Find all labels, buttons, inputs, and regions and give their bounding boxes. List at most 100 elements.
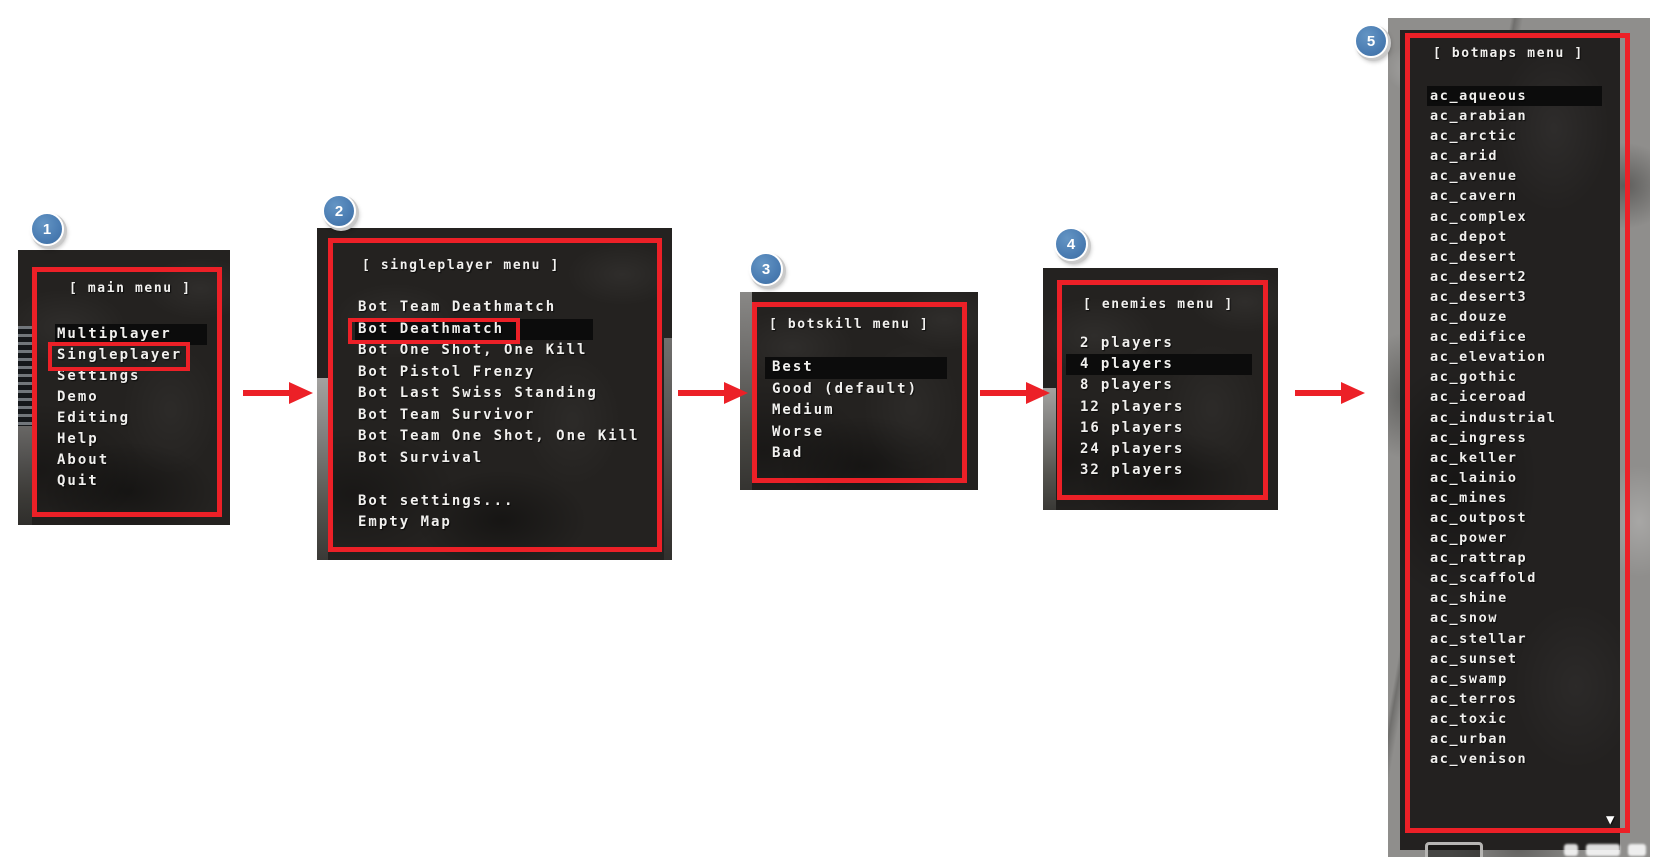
menu-item[interactable]: Empty Map xyxy=(358,514,452,530)
step-badge-2: 2 xyxy=(322,194,356,228)
menu-item-map[interactable]: ac_avenue xyxy=(1430,168,1518,185)
arrow-head-icon xyxy=(1341,382,1365,404)
wall-vent-texture xyxy=(18,326,33,426)
menu-item[interactable]: About xyxy=(57,452,110,468)
wall-texture xyxy=(1043,388,1056,510)
menu-item-map[interactable]: ac_arid xyxy=(1430,148,1499,165)
menu-item-map[interactable]: ac_complex xyxy=(1430,208,1528,225)
step-badge-4: 4 xyxy=(1054,227,1088,261)
menu-item[interactable]: Good (default) xyxy=(772,380,919,397)
menu-item[interactable]: Bot Pistol Frenzy xyxy=(358,363,536,380)
menu-item-map[interactable]: ac_arabian xyxy=(1430,108,1528,125)
scroll-down-indicator[interactable]: ▼ xyxy=(1606,812,1615,828)
menu-item-map[interactable]: ac_rattrap xyxy=(1430,550,1528,567)
annotation-box-singleplayer-menu xyxy=(328,238,662,552)
enemies-menu-title: [ enemies menu ] xyxy=(1083,297,1234,312)
menu-item[interactable]: Bad xyxy=(772,445,804,461)
menu-background xyxy=(1400,30,1620,850)
menu-item[interactable]: Singleplayer xyxy=(57,347,183,363)
menu-item[interactable]: 16 players xyxy=(1080,419,1185,436)
menu-item-map[interactable]: ac_aqueous xyxy=(1427,86,1602,107)
wall-texture xyxy=(18,426,32,525)
step-badge-5: 5 xyxy=(1354,24,1388,58)
menu-item[interactable]: Editing xyxy=(57,410,131,426)
menu-item-map[interactable]: ac_outpost xyxy=(1430,509,1528,526)
menu-item-map[interactable]: ac_industrial xyxy=(1430,409,1557,426)
menu-item-map[interactable]: ac_stellar xyxy=(1430,630,1528,647)
menu-item-map[interactable]: ac_power xyxy=(1430,530,1508,547)
menu-item[interactable]: 4 players xyxy=(1066,354,1252,376)
annotation-box-enemies-menu xyxy=(1057,280,1268,500)
menu-item-map[interactable]: ac_elevation xyxy=(1430,349,1547,366)
menu-item-map[interactable]: ac_lainio xyxy=(1430,469,1518,486)
menu-item[interactable]: Worse xyxy=(772,423,825,440)
screenshot-botmaps-menu xyxy=(1388,18,1650,857)
menu-item[interactable]: Bot Team Survivor xyxy=(358,406,536,423)
menu-item[interactable]: 2 players xyxy=(1080,335,1174,351)
screenshot-enemies-menu xyxy=(1043,268,1278,510)
menu-item-map[interactable]: ac_shine xyxy=(1430,590,1508,607)
arrow-head-icon xyxy=(1026,382,1050,404)
menu-item-map[interactable]: ac_scaffold xyxy=(1430,570,1538,587)
menu-item-map[interactable]: ac_keller xyxy=(1430,449,1518,466)
menu-item[interactable]: Demo xyxy=(57,389,99,405)
game-hud-glyph xyxy=(1586,844,1620,856)
menu-item-map[interactable]: ac_douze xyxy=(1430,309,1508,326)
flow-arrow-4 xyxy=(1295,382,1365,404)
menu-item[interactable]: Bot settings... xyxy=(358,492,515,509)
menu-item[interactable]: Best xyxy=(765,357,947,379)
menu-item-map[interactable]: ac_gothic xyxy=(1430,369,1518,386)
menu-item[interactable]: Medium xyxy=(772,402,835,418)
menu-item-map[interactable]: ac_edifice xyxy=(1430,329,1528,346)
flow-arrow-3 xyxy=(980,382,1050,404)
game-hud-glyph xyxy=(1564,844,1578,856)
menu-item[interactable]: Bot Survival xyxy=(358,449,484,466)
menu-item-map[interactable]: ac_urban xyxy=(1430,731,1508,747)
menu-item[interactable]: 32 players xyxy=(1080,462,1185,479)
annotation-box-botskill-menu xyxy=(752,302,967,483)
menu-item[interactable]: 24 players xyxy=(1080,440,1185,457)
menu-item-map[interactable]: ac_sunset xyxy=(1430,650,1518,667)
screenshot-main-menu xyxy=(18,250,230,525)
menu-item[interactable]: Bot Deathmatch xyxy=(355,318,593,340)
step-badge-1: 1 xyxy=(30,212,64,246)
menu-item-map[interactable]: ac_cavern xyxy=(1430,188,1518,205)
menu-item-map[interactable]: ac_toxic xyxy=(1430,710,1508,727)
menu-item-map[interactable]: ac_desert2 xyxy=(1430,268,1528,285)
menu-item[interactable]: 8 players xyxy=(1080,377,1174,394)
menu-item-map[interactable]: ac_iceroad xyxy=(1430,389,1528,406)
botskill-menu-title: [ botskill menu ] xyxy=(769,317,930,332)
menu-item-map[interactable]: ac_depot xyxy=(1430,228,1508,245)
menu-item-map[interactable]: ac_arctic xyxy=(1430,128,1518,145)
menu-item-map[interactable]: ac_mines xyxy=(1430,489,1508,506)
menu-item[interactable]: 12 players xyxy=(1080,398,1185,415)
menu-item-map[interactable]: ac_venison xyxy=(1430,751,1528,768)
screenshot-singleplayer-menu xyxy=(317,228,672,560)
menu-item-map[interactable]: ac_snow xyxy=(1430,610,1499,627)
arrow-head-icon xyxy=(724,382,748,404)
menu-item[interactable]: Help xyxy=(57,431,99,447)
menu-item[interactable]: Bot Team Deathmatch xyxy=(358,299,557,315)
menu-item-map[interactable]: ac_ingress xyxy=(1430,429,1528,446)
wall-texture xyxy=(317,378,328,560)
arrow-shaft xyxy=(678,390,726,396)
menu-item-map[interactable]: ac_desert xyxy=(1430,248,1518,265)
game-hud-glyph xyxy=(1628,844,1646,856)
menu-item[interactable]: Quit xyxy=(57,473,99,489)
menu-item[interactable]: Multiplayer xyxy=(55,324,207,345)
arrow-shaft xyxy=(980,390,1028,396)
menu-item[interactable]: Bot Last Swiss Standing xyxy=(358,385,598,401)
menu-item[interactable]: Settings xyxy=(57,368,141,384)
menu-item-map[interactable]: ac_swamp xyxy=(1430,670,1508,687)
singleplayer-menu-title: [ singleplayer menu ] xyxy=(362,258,560,273)
flow-arrow-1 xyxy=(243,382,313,404)
arrow-shaft xyxy=(243,390,291,396)
menu-item-map[interactable]: ac_terros xyxy=(1430,690,1518,707)
menu-item[interactable]: Bot One Shot, One Kill xyxy=(358,342,588,358)
menu-item-map[interactable]: ac_desert3 xyxy=(1430,288,1528,305)
game-hud-weapon-box xyxy=(1425,842,1483,857)
